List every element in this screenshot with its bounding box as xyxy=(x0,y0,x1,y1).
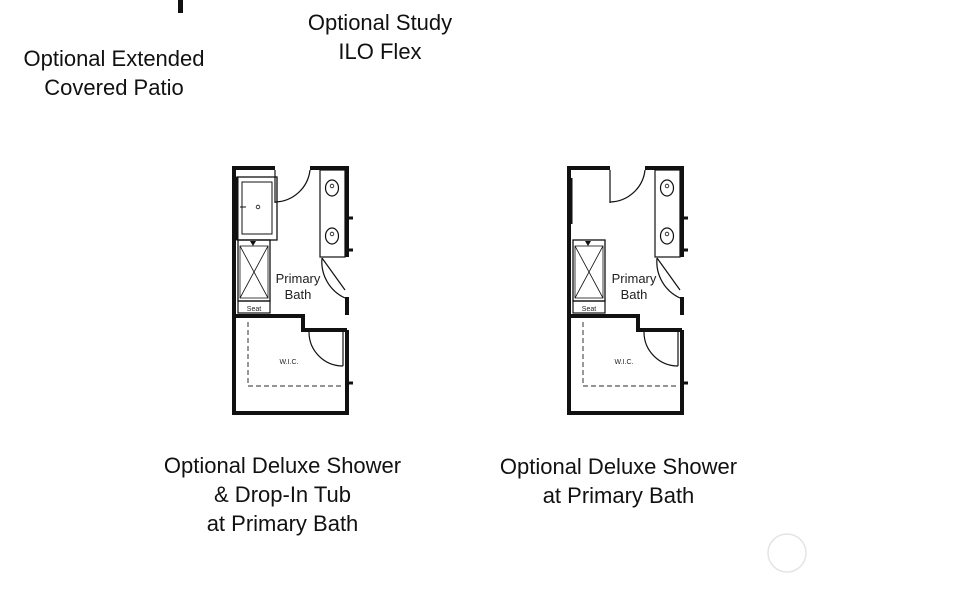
plan-deluxe-shower-tub xyxy=(232,166,353,415)
wall-fragment xyxy=(178,0,183,13)
plan2-room-bath: Bath xyxy=(621,287,648,302)
plan-deluxe-shower xyxy=(567,166,688,415)
watermark-icon xyxy=(767,533,807,573)
plan1-wic-label: W.I.C. xyxy=(279,359,298,366)
plan1-seat-label: Seat xyxy=(247,306,261,313)
plan2-seat-label: Seat xyxy=(582,306,596,313)
plan1-room-bath: Bath xyxy=(285,287,312,302)
plan1-room-primary: Primary xyxy=(276,271,321,286)
plan2-room-primary: Primary xyxy=(612,271,657,286)
plan2-wic-label: W.I.C. xyxy=(614,359,633,366)
